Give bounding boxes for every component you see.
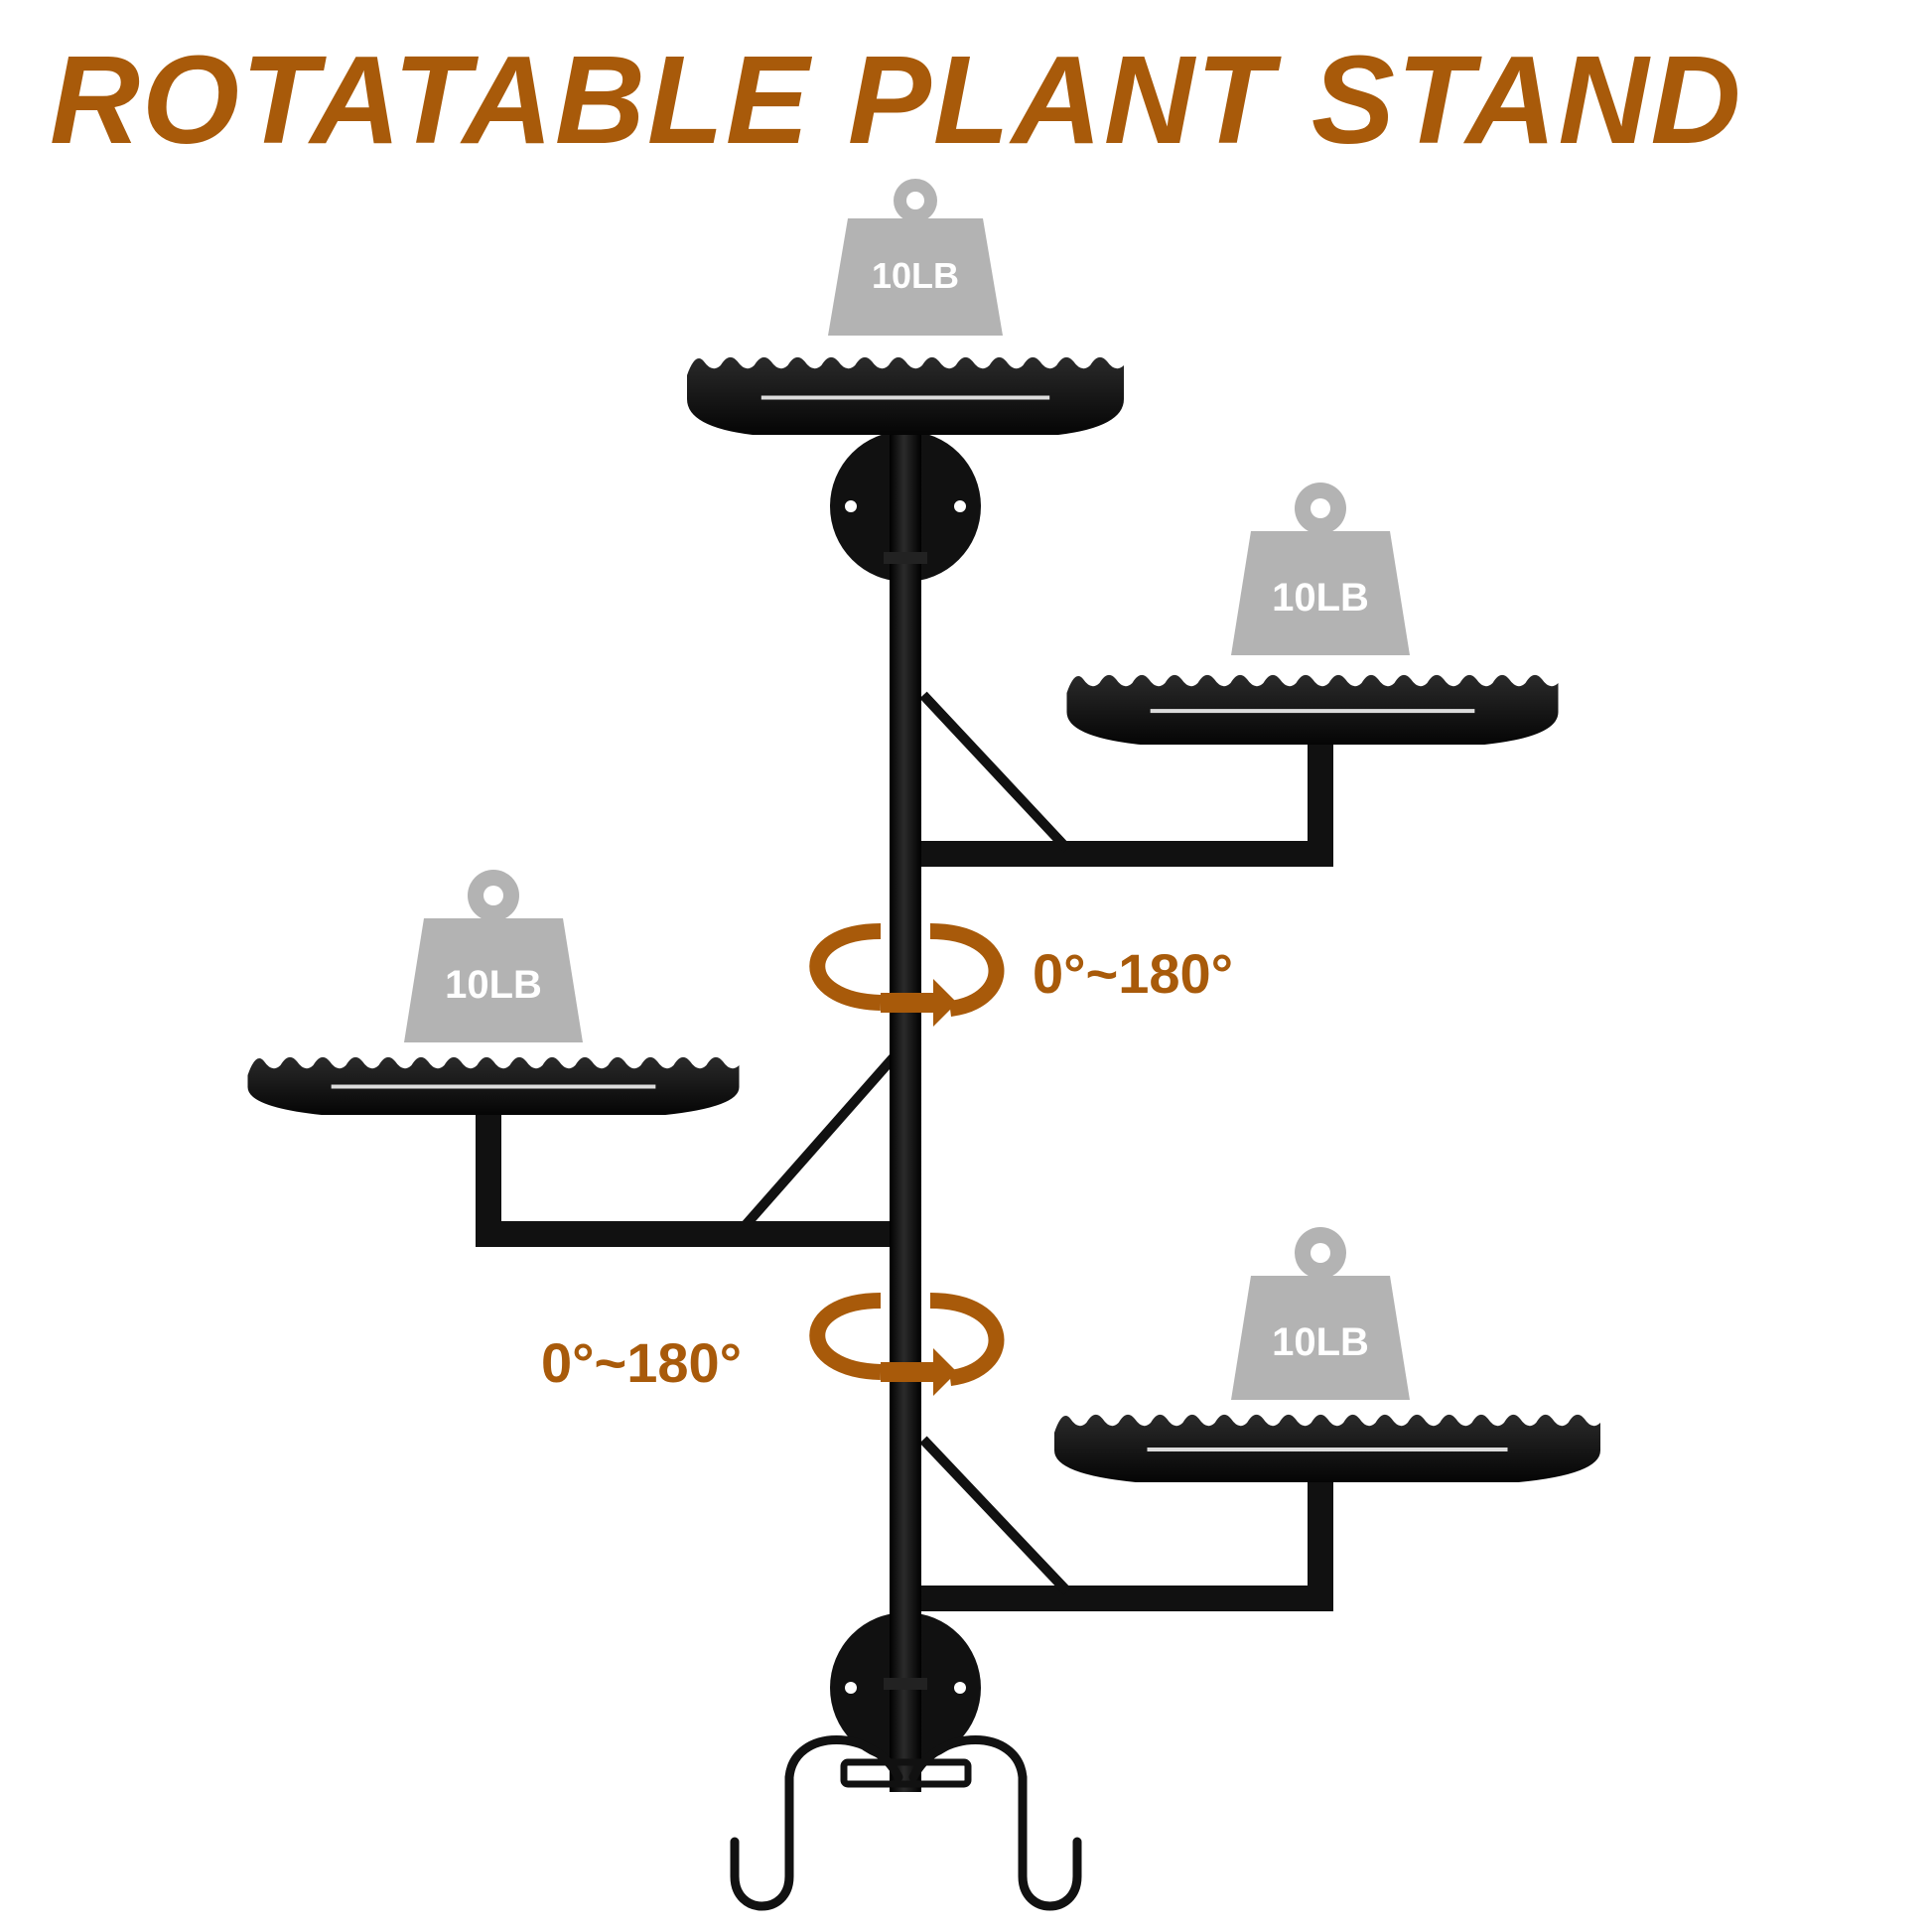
tray-upper-right-highlight [1150,709,1475,714]
weight-label: 10LB [1272,576,1369,620]
rotation-arrow-upper [809,923,1005,1027]
weight-badge-top: 10LB [828,179,1003,336]
weight-badge-lower-right: 10LB [1231,1227,1410,1400]
page-title: ROTATABLE PLANT STAND [50,30,1743,170]
weight-label: 10LB [872,255,959,296]
hanging-hooks [730,1735,1082,1911]
rotation-arrow-lower [809,1293,1005,1396]
weight-label: 10LB [1272,1320,1369,1364]
rotation-label-lower: 0°~180° [541,1331,742,1394]
lower-right-arm [911,1469,1333,1611]
middle-left-arm [476,1107,898,1247]
tray-top-highlight [760,395,1050,400]
central-pole [890,417,921,1792]
weight-badge-upper-right: 10LB [1231,483,1410,655]
tray-lower-right-highlight [1147,1448,1508,1451]
weight-badge-middle-left: 10LB [404,870,583,1042]
tray-middle-left-highlight [331,1084,656,1089]
lower-right-brace [919,1436,1071,1595]
pole-collar [884,552,927,564]
upper-right-brace [919,691,1071,853]
stand-frame [476,691,1333,1611]
rotation-label-upper: 0°~180° [1033,942,1233,1005]
pole-collar [884,1678,927,1690]
weight-label: 10LB [445,963,542,1007]
upper-right-arm [911,735,1333,867]
base-bracket [840,1758,972,1788]
middle-left-brace [741,1053,897,1230]
